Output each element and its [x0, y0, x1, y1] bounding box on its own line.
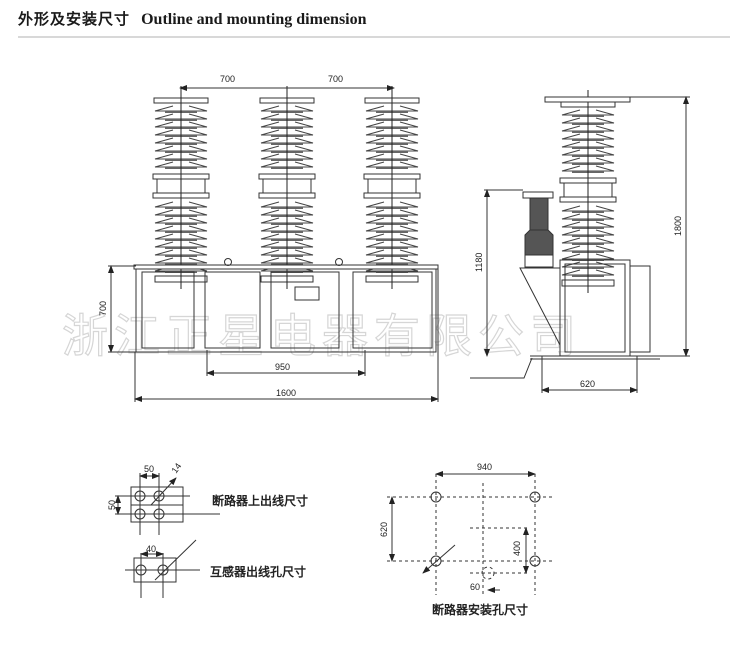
- side-frame-inner: [564, 263, 626, 353]
- header-title-cn: 外形及安装尺寸: [18, 10, 131, 28]
- mounting-offset-v: 400: [512, 541, 522, 556]
- lifting-ring-1: [224, 258, 232, 266]
- dim-pole-spacing-right: 700: [328, 74, 343, 84]
- cabinet-body: [135, 268, 437, 353]
- page-header: 外形及安装尺寸 Outline and mounting dimension: [18, 8, 718, 32]
- dim-overall-width: 1600: [276, 388, 296, 398]
- lifting-ring-2: [335, 258, 343, 266]
- transformer-hole-spacing-h: 40: [146, 544, 156, 554]
- side-mechanism-box: [629, 265, 651, 353]
- breaker-terminal-detail: [115, 473, 220, 535]
- mounting-hole-label: 断路器安装孔尺寸: [432, 602, 528, 617]
- dim-pole-spacing-left: 700: [220, 74, 235, 84]
- cabinet-door-3: [270, 271, 340, 349]
- dim-cabinet-height: 700: [98, 301, 108, 316]
- side-view: [470, 90, 690, 393]
- cabinet-door-1: [141, 271, 195, 349]
- breaker-terminal-label: 断路器上出线尺寸: [212, 493, 308, 508]
- side-insulator-pole: [559, 90, 617, 293]
- cabinet-door-2: [204, 271, 261, 349]
- insulator-pole-c: [363, 86, 421, 289]
- nameplate-window: [294, 286, 320, 301]
- top-plate: [133, 264, 439, 270]
- breaker-hole-diameter: 14: [169, 461, 183, 475]
- insulator-pole-b: [258, 86, 316, 289]
- breaker-hole-spacing-v: 50: [107, 500, 117, 510]
- ct-cap: [522, 191, 554, 199]
- transformer-terminal-label: 互感器出线孔尺寸: [210, 564, 306, 579]
- side-top-terminal: [544, 96, 631, 103]
- watermark: 浙江正星电器有限公司: [62, 309, 582, 363]
- mounting-offset-h: 60: [470, 582, 480, 592]
- dim-base-depth: 620: [580, 379, 595, 389]
- ct-body: [529, 197, 549, 231]
- breaker-hole-spacing-h: 50: [144, 464, 154, 474]
- transformer-terminal-detail: [125, 539, 200, 598]
- ct-bracket: [519, 267, 561, 346]
- mounting-hole-detail: [387, 471, 555, 595]
- header-title-en: Outline and mounting dimension: [141, 11, 367, 28]
- mounting-depth: 620: [379, 522, 389, 537]
- ct-base: [524, 254, 554, 268]
- dim-inner-width: 950: [275, 362, 290, 372]
- cabinet-door-4: [352, 271, 433, 349]
- header-divider: [18, 36, 730, 38]
- front-view: [108, 85, 439, 402]
- mounting-width: 940: [477, 462, 492, 472]
- insulator-pole-a: [152, 86, 210, 289]
- dim-overall-height: 1800: [673, 216, 683, 236]
- dim-ct-height: 1180: [474, 253, 484, 272]
